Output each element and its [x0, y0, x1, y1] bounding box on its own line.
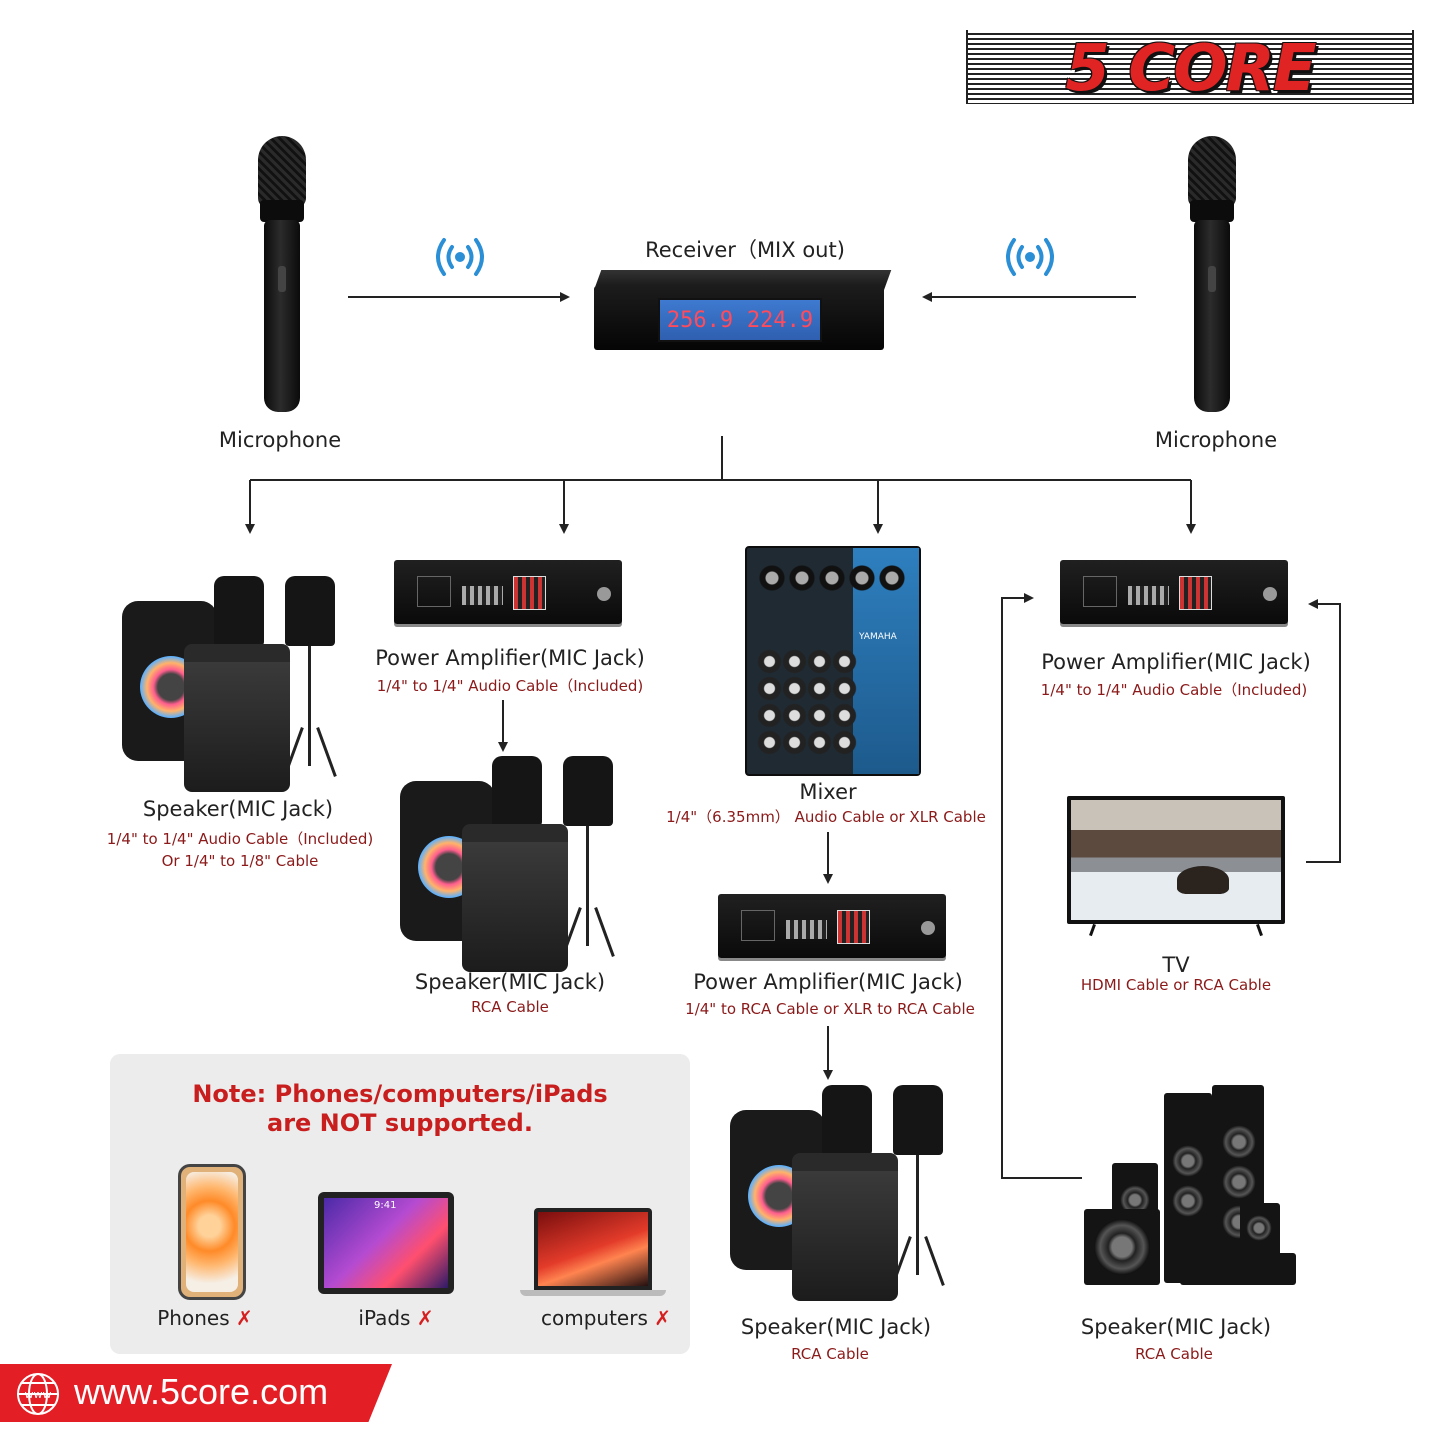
- amp2-image: [718, 894, 946, 958]
- speaker1-title: Speaker(MIC Jack): [142, 797, 334, 821]
- microphone-right-image: [1184, 136, 1242, 412]
- mixer-brand: YAMAHA: [859, 632, 897, 642]
- amp1-cable: 1/4" to 1/4" Audio Cable（Included): [376, 677, 644, 695]
- microphone-right-label: Microphone: [1154, 428, 1278, 452]
- amp1-image: [394, 560, 622, 624]
- microphone-left-image: [254, 136, 312, 412]
- mixer-title: Mixer: [799, 780, 857, 804]
- tv-image: [1067, 796, 1285, 937]
- tv-to-amp3-line: [1306, 599, 1341, 863]
- note-line1: Note: Phones/computers/iPads: [192, 1080, 608, 1108]
- wireless-signal-icon-left: [436, 238, 484, 276]
- speaker1-cable: 1/4" to 1/4" Audio Cable（Included) Or 1/…: [80, 828, 400, 872]
- website-banner[interactable]: www www.5core.com: [0, 1364, 392, 1422]
- amp2-cable: 1/4" to RCA Cable or XLR to RCA Cable: [685, 1000, 975, 1018]
- phone-image: [178, 1164, 246, 1300]
- computer-image: [534, 1208, 652, 1290]
- receiver-display: 256.9 224.9: [658, 298, 822, 342]
- website-link[interactable]: www.5core.com: [74, 1371, 329, 1412]
- mixer-image: YAMAHA: [745, 546, 921, 776]
- speaker4-image: [1084, 1085, 1296, 1285]
- amp3-image: [1060, 560, 1288, 624]
- speaker2-cable: RCA Cable: [471, 998, 549, 1016]
- speaker4-cable: RCA Cable: [1135, 1345, 1213, 1363]
- receiver-display-right: 224.9: [746, 307, 814, 333]
- globe-icon: www: [17, 1373, 59, 1415]
- globe-text: www: [25, 1388, 52, 1401]
- phones-text: Phones: [157, 1306, 230, 1330]
- amp2-title: Power Amplifier(MIC Jack): [693, 970, 963, 994]
- logo-text: 5 CORE: [1065, 32, 1316, 106]
- wireless-signal-icon-right: [1006, 238, 1054, 276]
- computers-text: computers: [541, 1306, 648, 1330]
- ipads-text: iPads: [358, 1306, 411, 1330]
- speaker3-image: [730, 1085, 950, 1301]
- receiver-label: Receiver（MIX out): [645, 238, 845, 262]
- speaker1-cable-line2: Or 1/4" to 1/8" Cable: [161, 852, 319, 870]
- ipads-x-icon: ✗: [416, 1306, 434, 1330]
- speaker2-title: Speaker(MIC Jack): [414, 970, 606, 994]
- note-line2: are NOT supported.: [267, 1109, 533, 1137]
- tv-title: TV: [1162, 953, 1190, 977]
- ipad-time: 9:41: [374, 1200, 397, 1211]
- microphone-left-label: Microphone: [218, 428, 342, 452]
- speaker3-title: Speaker(MIC Jack): [740, 1315, 932, 1339]
- mixer-cable: 1/4"（6.35mm） Audio Cable or XLR Cable: [666, 808, 986, 826]
- computer-base: [520, 1290, 666, 1296]
- brand-logo: 5 CORE: [966, 30, 1414, 106]
- speaker1-image: [122, 576, 342, 792]
- speaker2-image: [400, 756, 620, 972]
- phones-x-icon: ✗: [235, 1306, 253, 1330]
- speaker1-cable-line1: 1/4" to 1/4" Audio Cable（Included): [106, 830, 374, 848]
- computers-label: computers ✗: [526, 1306, 686, 1330]
- computers-x-icon: ✗: [654, 1306, 671, 1330]
- amp1-title: Power Amplifier(MIC Jack): [375, 646, 645, 670]
- speaker4-to-amp3-line: [1001, 593, 1082, 1179]
- ipads-label: iPads ✗: [336, 1306, 456, 1330]
- note-title: Note: Phones/computers/iPads are NOT sup…: [110, 1080, 690, 1138]
- speaker3-cable: RCA Cable: [791, 1345, 869, 1363]
- speaker4-title: Speaker(MIC Jack): [1080, 1315, 1272, 1339]
- ipad-image: 9:41: [318, 1192, 454, 1294]
- phones-label: Phones ✗: [140, 1306, 270, 1330]
- receiver-display-left: 256.9: [666, 307, 734, 333]
- amp3-cable: 1/4" to 1/4" Audio Cable（Included): [1040, 681, 1308, 699]
- receiver-image: 256.9 224.9: [594, 270, 892, 360]
- amp3-title: Power Amplifier(MIC Jack): [1041, 650, 1311, 674]
- tv-cable: HDMI Cable or RCA Cable: [1080, 976, 1272, 994]
